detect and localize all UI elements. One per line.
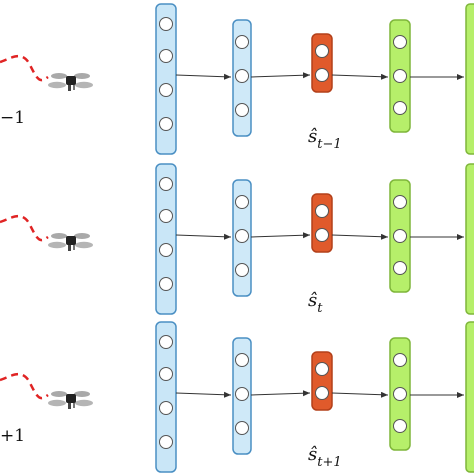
time-step-label: +1 [0,426,26,446]
state-layer [311,193,333,253]
next-layer-partial [465,3,474,155]
state-layer-node-1 [315,44,329,58]
input-layer [155,3,177,155]
state-subscript: t+1 [317,455,342,470]
time-step-label: −1 [0,108,26,128]
output-layer-node-3 [393,101,407,115]
input-layer-node-2 [159,367,173,381]
state-estimate-label: ŝt−1 [308,126,342,152]
input-layer-node-3 [159,401,173,415]
state-subscript: t [317,301,323,316]
state-layer [311,33,333,93]
output-layer-node-1 [393,353,407,367]
hidden-layer-node-1 [235,195,249,209]
state-layer-node-1 [315,362,329,376]
arrow-state-output [331,233,389,240]
input-layer-node-1 [159,177,173,191]
state-estimate-label: ŝt [308,290,322,316]
state-estimate-label: ŝt+1 [308,444,342,470]
state-subscript: t−1 [317,137,342,152]
state-symbol: ŝ [308,444,318,465]
hidden-layer-node-3 [235,263,249,277]
state-symbol: ŝ [308,290,318,311]
output-layer-node-3 [393,261,407,275]
output-layer-node-3 [393,419,407,433]
trajectory-curve-icon [0,372,49,400]
drone-icon [48,73,93,91]
input-layer-node-4 [159,435,173,449]
state-layer-node-2 [315,68,329,82]
hidden-layer-node-1 [235,35,249,49]
arrow-input-hidden [175,73,232,80]
input-layer-node-1 [159,335,173,349]
arrow-state-output [331,391,389,398]
input-layer-node-4 [159,277,173,291]
input-layer [155,321,177,473]
arrow-hidden-state [250,390,311,397]
input-layer [155,163,177,315]
output-layer-node-2 [393,69,407,83]
arrow-hidden-state [250,232,311,239]
arrow-input-hidden [175,391,232,398]
hidden-layer-node-2 [235,387,249,401]
state-layer [311,351,333,411]
input-layer-node-3 [159,243,173,257]
state-layer-node-2 [315,386,329,400]
state-symbol: ŝ [308,126,318,147]
trajectory-curve-icon [0,214,49,242]
output-layer-node-1 [393,35,407,49]
arrow-hidden-state [250,72,311,79]
input-layer-node-4 [159,117,173,131]
arrow-state-output [331,73,389,80]
next-layer-partial [465,321,474,473]
hidden-layer-node-2 [235,69,249,83]
output-layer-node-2 [393,229,407,243]
hidden-layer-node-1 [235,353,249,367]
output-layer-node-1 [393,195,407,209]
input-layer-node-1 [159,17,173,31]
hidden-layer-node-3 [235,103,249,117]
next-layer-partial [465,163,474,315]
state-layer-node-1 [315,204,329,218]
drone-icon [48,391,93,409]
hidden-layer-node-2 [235,229,249,243]
drone-icon [48,233,93,251]
trajectory-curve-icon [0,54,49,82]
arrow-input-hidden [175,233,232,240]
hidden-layer-node-3 [235,421,249,435]
state-layer-node-2 [315,228,329,242]
input-layer-node-2 [159,209,173,223]
input-layer-node-3 [159,83,173,97]
input-layer-node-2 [159,49,173,63]
output-layer-node-2 [393,387,407,401]
